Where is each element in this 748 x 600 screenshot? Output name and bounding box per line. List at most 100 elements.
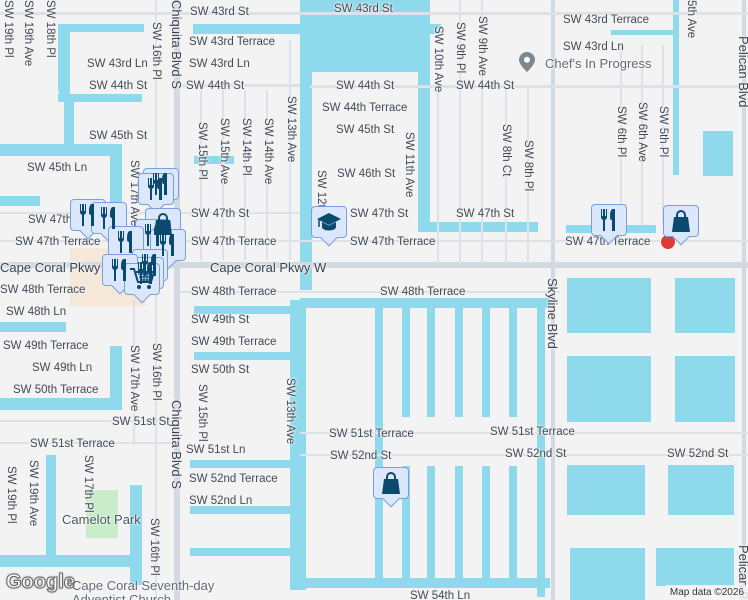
canal xyxy=(300,0,312,290)
road xyxy=(300,432,748,434)
street-label-vertical: SW 13th Ave xyxy=(284,378,296,445)
canal xyxy=(455,466,463,580)
road xyxy=(0,12,748,15)
street-label-vertical: SW 19th Pl xyxy=(2,0,14,58)
restaurant-icon xyxy=(145,177,167,201)
street-label: SW 51st Terrace xyxy=(490,426,575,438)
lake xyxy=(567,465,645,515)
road xyxy=(0,240,748,242)
restaurant-icon xyxy=(77,203,99,227)
street-label-vertical: Chiquita Blvd S xyxy=(169,400,184,489)
place-pin-icon[interactable] xyxy=(519,52,535,77)
place-label-camelot-park[interactable]: Camelot Park xyxy=(62,512,141,527)
canal xyxy=(190,506,300,514)
street-label-vertical: SW 16th Pl xyxy=(150,343,162,401)
street-label: SW 45th St xyxy=(336,124,395,136)
street-label: SW 48th Terrace xyxy=(0,284,86,296)
road xyxy=(222,90,224,260)
canal xyxy=(427,307,435,417)
place-label-chefs-in-progress[interactable]: Chef's In Progress xyxy=(545,56,652,71)
street-label: SW 45th St xyxy=(89,130,148,142)
canal xyxy=(402,466,410,580)
school-marker[interactable] xyxy=(311,206,347,238)
place-label-church-line1[interactable]: Cape Coral Seventh-day xyxy=(72,578,215,593)
road xyxy=(527,85,529,265)
street-label: SW 54th Ln xyxy=(410,590,471,600)
street-label: SW 47th Terrace xyxy=(15,236,101,248)
street-label-vertical: SW 19th Pl xyxy=(5,466,17,524)
street-label: SW 43rd Ln xyxy=(189,58,250,70)
road xyxy=(310,85,748,88)
street-label: SW 43rd Terrace xyxy=(189,36,276,48)
street-label: SW 49th Ln xyxy=(32,362,93,374)
road xyxy=(505,85,507,265)
road-cape-coral-pkwy xyxy=(0,262,748,268)
canal xyxy=(194,352,302,360)
street-label: SW 44th St xyxy=(186,80,245,92)
restaurant-marker[interactable] xyxy=(591,204,627,236)
canal xyxy=(190,548,300,556)
street-label: SW 50th Terrace xyxy=(13,384,99,396)
street-label: SW 49th Terrace xyxy=(191,336,277,348)
shopping-marker[interactable] xyxy=(663,205,699,237)
canal xyxy=(46,455,56,555)
canal xyxy=(418,222,538,232)
street-label: SW 52nd St xyxy=(505,448,567,460)
street-label-vertical: SW 8th Ct xyxy=(500,124,512,177)
street-label-vertical: SW 16th Pl xyxy=(150,22,162,80)
place-label-church-line2[interactable]: Adventist Church xyxy=(72,592,171,600)
canal xyxy=(194,156,234,164)
canal xyxy=(509,307,517,417)
road-chiquita-blvd xyxy=(174,0,180,600)
road xyxy=(662,45,664,225)
street-label: Cape Coral Pkwy W xyxy=(210,260,327,275)
street-label-vertical: SW 15th Ave xyxy=(218,118,230,185)
road xyxy=(459,0,461,265)
canal xyxy=(58,24,70,100)
street-label-vertical: Skyline Blvd xyxy=(545,278,560,349)
street-label-vertical: SW 15th Pl xyxy=(196,384,208,442)
street-label-vertical: Chiquita Blvd S xyxy=(169,0,184,89)
canal xyxy=(300,298,550,308)
street-label-vertical: SW 8th Pl xyxy=(522,140,534,192)
canal xyxy=(427,466,435,580)
canal xyxy=(0,322,66,332)
restaurant-icon xyxy=(115,230,137,254)
street-label: SW 52nd St xyxy=(330,450,392,462)
road xyxy=(289,40,291,260)
street-label: SW 44th St xyxy=(336,80,395,92)
canal xyxy=(110,346,122,410)
canal xyxy=(509,466,517,580)
road xyxy=(481,0,483,265)
camelot-park-area xyxy=(86,490,118,538)
shopping-marker[interactable] xyxy=(373,467,409,499)
street-label: SW 43rd St xyxy=(190,6,249,18)
canal xyxy=(455,307,463,417)
canal xyxy=(300,578,550,588)
map-attribution[interactable]: Map data ©2026 xyxy=(665,585,748,600)
road xyxy=(0,420,180,422)
street-label-vertical: SW 10th Ave xyxy=(432,26,444,93)
shopping-cart-marker[interactable] xyxy=(124,263,160,295)
lake xyxy=(675,278,735,333)
restaurant-icon xyxy=(142,223,164,247)
school-icon xyxy=(316,211,342,233)
road xyxy=(180,291,560,293)
street-label-vertical: SW 16th Pl xyxy=(148,518,160,576)
street-label: SW 48th Terrace xyxy=(191,286,277,298)
canal xyxy=(190,460,300,468)
street-label: SW 49th St xyxy=(191,314,250,326)
canal xyxy=(0,555,142,567)
restaurant-icon xyxy=(150,172,172,196)
street-label: SW 44th St xyxy=(456,80,515,92)
street-label-vertical: SW 9th Pl xyxy=(454,22,466,74)
road xyxy=(133,300,135,445)
canal xyxy=(375,307,383,579)
street-label-vertical: SW 11th Ave xyxy=(403,132,415,198)
street-label: Cape Coral Pkwy W xyxy=(0,260,117,275)
street-label: SW 50th St xyxy=(191,364,250,376)
road xyxy=(200,90,202,260)
lake xyxy=(567,278,651,333)
street-label-vertical: Pelican Blvd xyxy=(736,36,748,108)
